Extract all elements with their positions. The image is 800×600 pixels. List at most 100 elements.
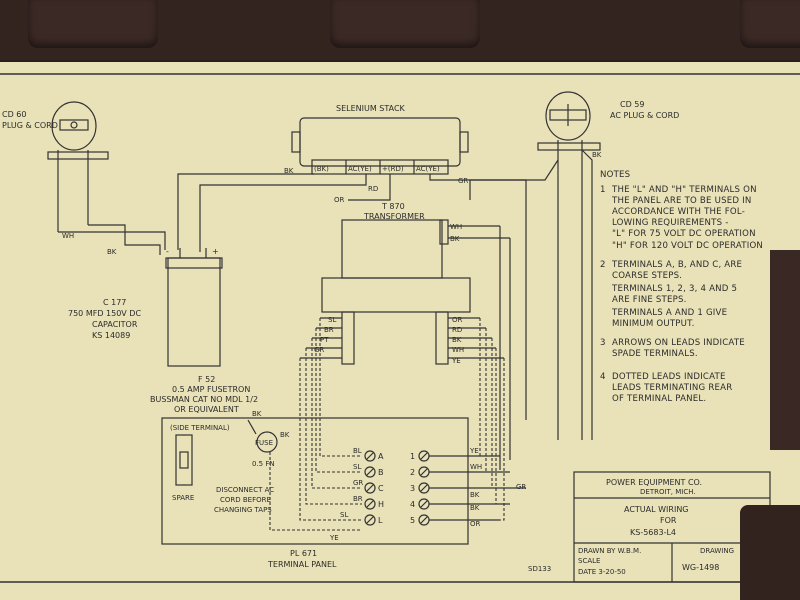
title-date: DATE 3-20-50 <box>578 568 626 576</box>
panel-disconnect-2: CORD BEFORE <box>220 496 271 504</box>
note-4-line-1: DOTTED LEADS INDICATE <box>612 372 726 382</box>
note-1-line-2: THE PANEL ARE TO BE USED IN <box>611 196 751 206</box>
lead-h: BR <box>353 495 363 503</box>
transformer-lead-ye: YE <box>451 357 461 365</box>
transformer-id: T 870 <box>381 202 405 211</box>
lead-a: BL <box>353 447 362 455</box>
capacitor-minus: - <box>166 247 169 256</box>
lead-c: GR <box>353 479 363 487</box>
transformer-lead-or: OR <box>452 316 463 324</box>
wire-label-rd: RD <box>368 185 378 193</box>
note-2-line-6: MINIMUM OUTPUT. <box>612 319 695 329</box>
terminal-4: 4 <box>410 500 415 509</box>
note-2-line-5: TERMINALS A AND 1 GIVE <box>611 308 727 318</box>
title-drawing-label: DRAWING <box>700 547 734 555</box>
frame-tab-center <box>330 0 480 48</box>
terminal-panel-box <box>161 417 469 545</box>
note-2-line-1: TERMINALS A, B, AND C, ARE <box>611 260 742 270</box>
transformer-lead-bk2: BK <box>452 336 462 344</box>
terminal-2: 2 <box>410 468 415 477</box>
lead-4: BK <box>470 504 480 512</box>
panel-disconnect-1: DISCONNECT AC <box>216 486 274 494</box>
note-1-line-5: "L" FOR 75 VOLT DC OPERATION <box>612 229 756 239</box>
wire-label-bk-left: BK <box>107 248 117 256</box>
wiring-diagram: CD 60 PLUG & CORD CD 59 AC PLUG & CORD S… <box>0 73 800 583</box>
capacitor-ks: KS 14089 <box>92 331 130 340</box>
wire-label-bk-selenium: BK <box>284 167 294 175</box>
panel-disconnect-3: CHANGING TAPS <box>214 506 272 514</box>
title-company: POWER EQUIPMENT CO. <box>606 478 702 487</box>
panel-fuse-rating: 0.5 FN <box>252 460 275 468</box>
title-scale: SCALE <box>578 557 600 565</box>
wire-label-or: OR <box>334 196 345 204</box>
fuse-catalog: BUSSMAN CAT NO MDL 1/2 <box>150 395 258 404</box>
capacitor-rating: 750 MFD 150V DC <box>68 309 141 318</box>
capacitor-id: C 177 <box>103 298 126 307</box>
frame-corner-block <box>740 505 800 600</box>
terminal-c: C <box>378 484 384 493</box>
transformer-t870 <box>300 219 511 470</box>
note-1-line-4: LOWING REQUIREMENTS - <box>612 218 729 228</box>
plug-cd60-subtitle: PLUG & CORD <box>2 121 58 130</box>
sd-number: SD133 <box>528 565 551 573</box>
terminals-numbers <box>418 450 526 526</box>
plug-cd60-title: CD 60 <box>2 110 26 119</box>
title-line-1: ACTUAL WIRING <box>624 505 689 514</box>
notes-list: 1 THE "L" AND "H" TERMINALS ON THE PANEL… <box>600 185 763 404</box>
lead-b: SL <box>353 463 361 471</box>
selenium-term-rd: +(RD) <box>382 165 404 173</box>
wire-label-bk-fuse: BK <box>252 410 262 418</box>
lead-3: BK <box>470 491 480 499</box>
note-4-num: 4 <box>600 372 606 382</box>
note-2-line-3: TERMINALS 1, 2, 3, 4 AND 5 <box>611 284 737 294</box>
capacitor-plus: + <box>212 247 219 256</box>
terminal-3: 3 <box>410 484 415 493</box>
capacitor-type: CAPACITOR <box>92 320 138 329</box>
wire-label-bk-fuse2: BK <box>280 431 290 439</box>
fuse-id: F 52 <box>198 375 215 384</box>
note-3-line-2: SPADE TERMINALS. <box>612 349 698 359</box>
note-1-line-6: "H" FOR 120 VOLT DC OPERATION <box>612 241 763 251</box>
fuse-equivalent: OR EQUIVALENT <box>174 405 239 414</box>
schematic-sheet: CD 60 PLUG & CORD CD 59 AC PLUG & CORD S… <box>0 62 800 600</box>
frame-edge-right <box>770 250 800 450</box>
terminal-h: H <box>378 500 384 509</box>
transformer-lead-sl: SL <box>328 316 336 324</box>
frame-tab-left <box>28 0 158 48</box>
plug-cd60 <box>47 101 109 232</box>
note-2-line-2: COARSE STEPS. <box>612 271 682 281</box>
terminal-a: A <box>378 452 384 461</box>
transformer-title: TRANSFORMER <box>363 212 425 221</box>
transformer-lead-br: BR <box>324 326 334 334</box>
selenium-term-acye-2: AC(YE) <box>416 165 440 173</box>
wire-label-wh-left: WH <box>62 232 74 240</box>
selenium-term-acye-1: AC(YE) <box>348 165 372 173</box>
wire-label-bk-plug: BK <box>592 151 602 159</box>
plug-cd59-subtitle: AC PLUG & CORD <box>610 111 679 120</box>
transformer-lead-wh2: WH <box>452 346 464 354</box>
note-4-line-2: LEADS TERMINATING REAR <box>612 383 732 393</box>
note-1-line-3: ACCORDANCE WITH THE FOL- <box>612 207 745 217</box>
capacitor-c177 <box>165 248 223 367</box>
transformer-lead-wh: WH <box>450 223 462 231</box>
title-drawn-by: DRAWN BY W.B.M. <box>578 547 641 555</box>
selenium-wires <box>58 149 593 440</box>
transformer-lead-gr: GR <box>314 346 324 354</box>
lead-2: WH <box>470 463 482 471</box>
terminal-l: L <box>378 516 383 525</box>
lead-5: OR <box>470 520 481 528</box>
terminal-b: B <box>378 468 384 477</box>
plug-cd59 <box>537 91 601 440</box>
panel-title: PL 671 <box>290 549 317 558</box>
note-3-num: 3 <box>600 338 606 348</box>
notes-title: NOTES <box>600 170 630 180</box>
plug-cd59-title: CD 59 <box>620 100 644 109</box>
lead-1: YE <box>469 447 479 455</box>
note-1-num: 1 <box>600 185 606 195</box>
fuse-rating: 0.5 AMP FUSETRON <box>172 385 250 394</box>
note-3-line-1: ARROWS ON LEADS INDICATE <box>612 338 745 348</box>
dotted-leads <box>269 318 505 531</box>
title-line-2: FOR <box>660 516 677 525</box>
terminals-letters <box>364 450 376 526</box>
transformer-lead-rd: RD <box>452 326 462 334</box>
